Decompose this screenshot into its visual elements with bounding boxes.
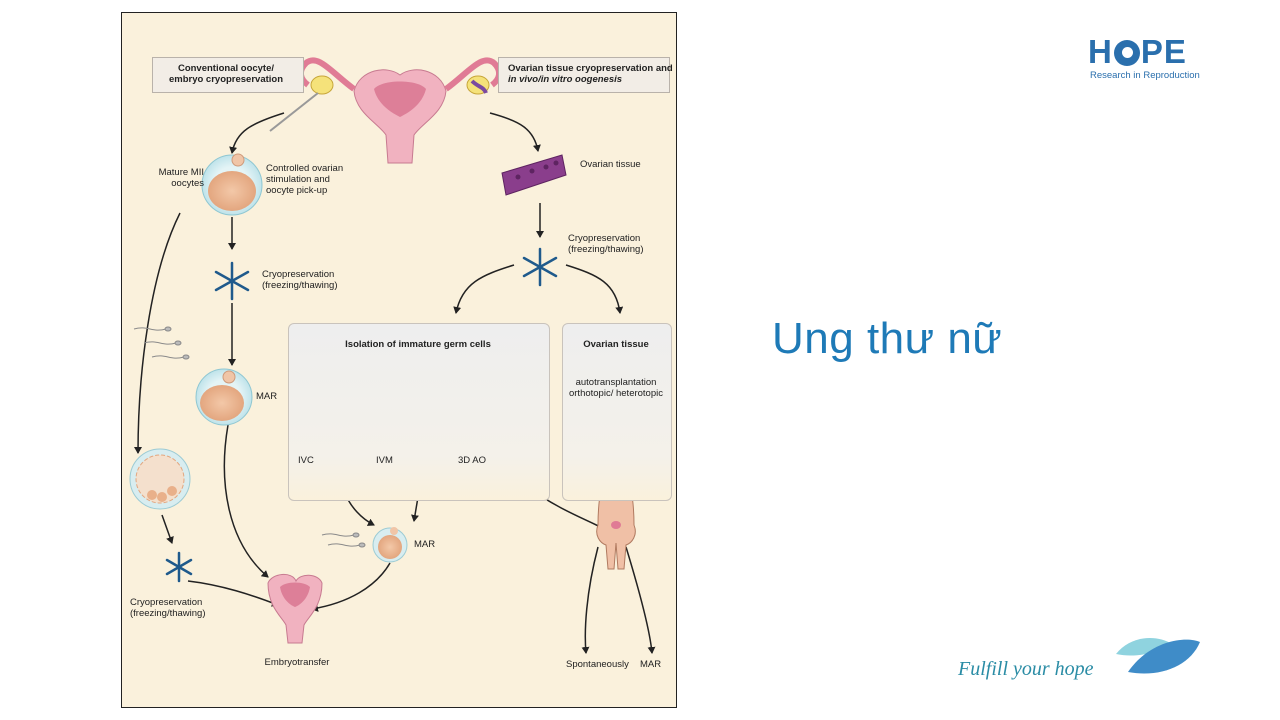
left-header-label: Conventional oocyte/ embryo cryopreserva… [168, 63, 284, 85]
autotransplantation-label: autotransplantation orthotopic/ heteroto… [568, 377, 663, 399]
mar-oocyte-icon [195, 368, 253, 426]
leaf-icon [1116, 638, 1200, 674]
hope-logo: H PE Research in Reproduction [1088, 34, 1208, 84]
right-header-label-1: Ovarian tissue cryopreservation and [508, 63, 673, 74]
ovarian-tissue-icon [501, 154, 567, 196]
ovarian-panel [562, 323, 672, 501]
spontaneously-label: Spontaneously [566, 659, 629, 670]
logo-pe: PE [1140, 33, 1187, 70]
tagline: Fulfill your hope [958, 658, 1094, 680]
logo-wordmark: H PE [1088, 34, 1187, 70]
left-header-box [152, 57, 304, 93]
controlled-stimulation-label: Controlled ovarian stimulation and oocyt… [266, 163, 344, 196]
ao3d-label: 3D AO [458, 455, 486, 466]
reproduction-diagram: Conventional oocyte/ embryo cryopreserva… [121, 12, 677, 708]
cryo-left-label: Cryopreservation (freezing/thawing) [262, 269, 338, 291]
mar-center-oocyte-icon [372, 527, 408, 563]
isolation-panel-title: Isolation of immature germ cells [345, 339, 491, 350]
right-header-label-2: in vivo/in vitro oogenesis [508, 74, 623, 85]
cryo-bottom-left-label: Cryopreservation (freezing/thawing) [130, 597, 206, 619]
embryotransfer-uterus-icon [267, 574, 323, 644]
mar-right-label: MAR [640, 659, 662, 670]
embryotransfer-label: Embryotransfer [264, 657, 330, 668]
ivc-label: IVC [298, 455, 314, 466]
mature-oocytes-label: Mature MII oocytes [158, 167, 204, 189]
embryo-icon [129, 448, 191, 510]
mar-left-label: MAR [256, 391, 278, 402]
ovarian-panel-title: Ovarian tissue [583, 339, 649, 350]
isolation-panel [288, 323, 550, 501]
logo-subtitle: Research in Reproduction [1090, 70, 1200, 81]
ovarian-tissue-label: Ovarian tissue [580, 159, 641, 170]
slide-title: Ung thư nữ [772, 314, 1003, 363]
uterus-icon [269, 57, 502, 164]
right-header-box [498, 57, 670, 93]
mar-center-label: MAR [414, 539, 436, 550]
mature-oocyte-icon [201, 153, 263, 216]
logo-h: H [1088, 33, 1113, 70]
sperm-icon [133, 326, 366, 548]
ivm-label: IVM [376, 455, 393, 466]
cryo-right-label: Cryopreservation (freezing/thawing) [568, 233, 644, 255]
eye-icon [1113, 40, 1140, 66]
snowflake-icon [165, 247, 558, 583]
